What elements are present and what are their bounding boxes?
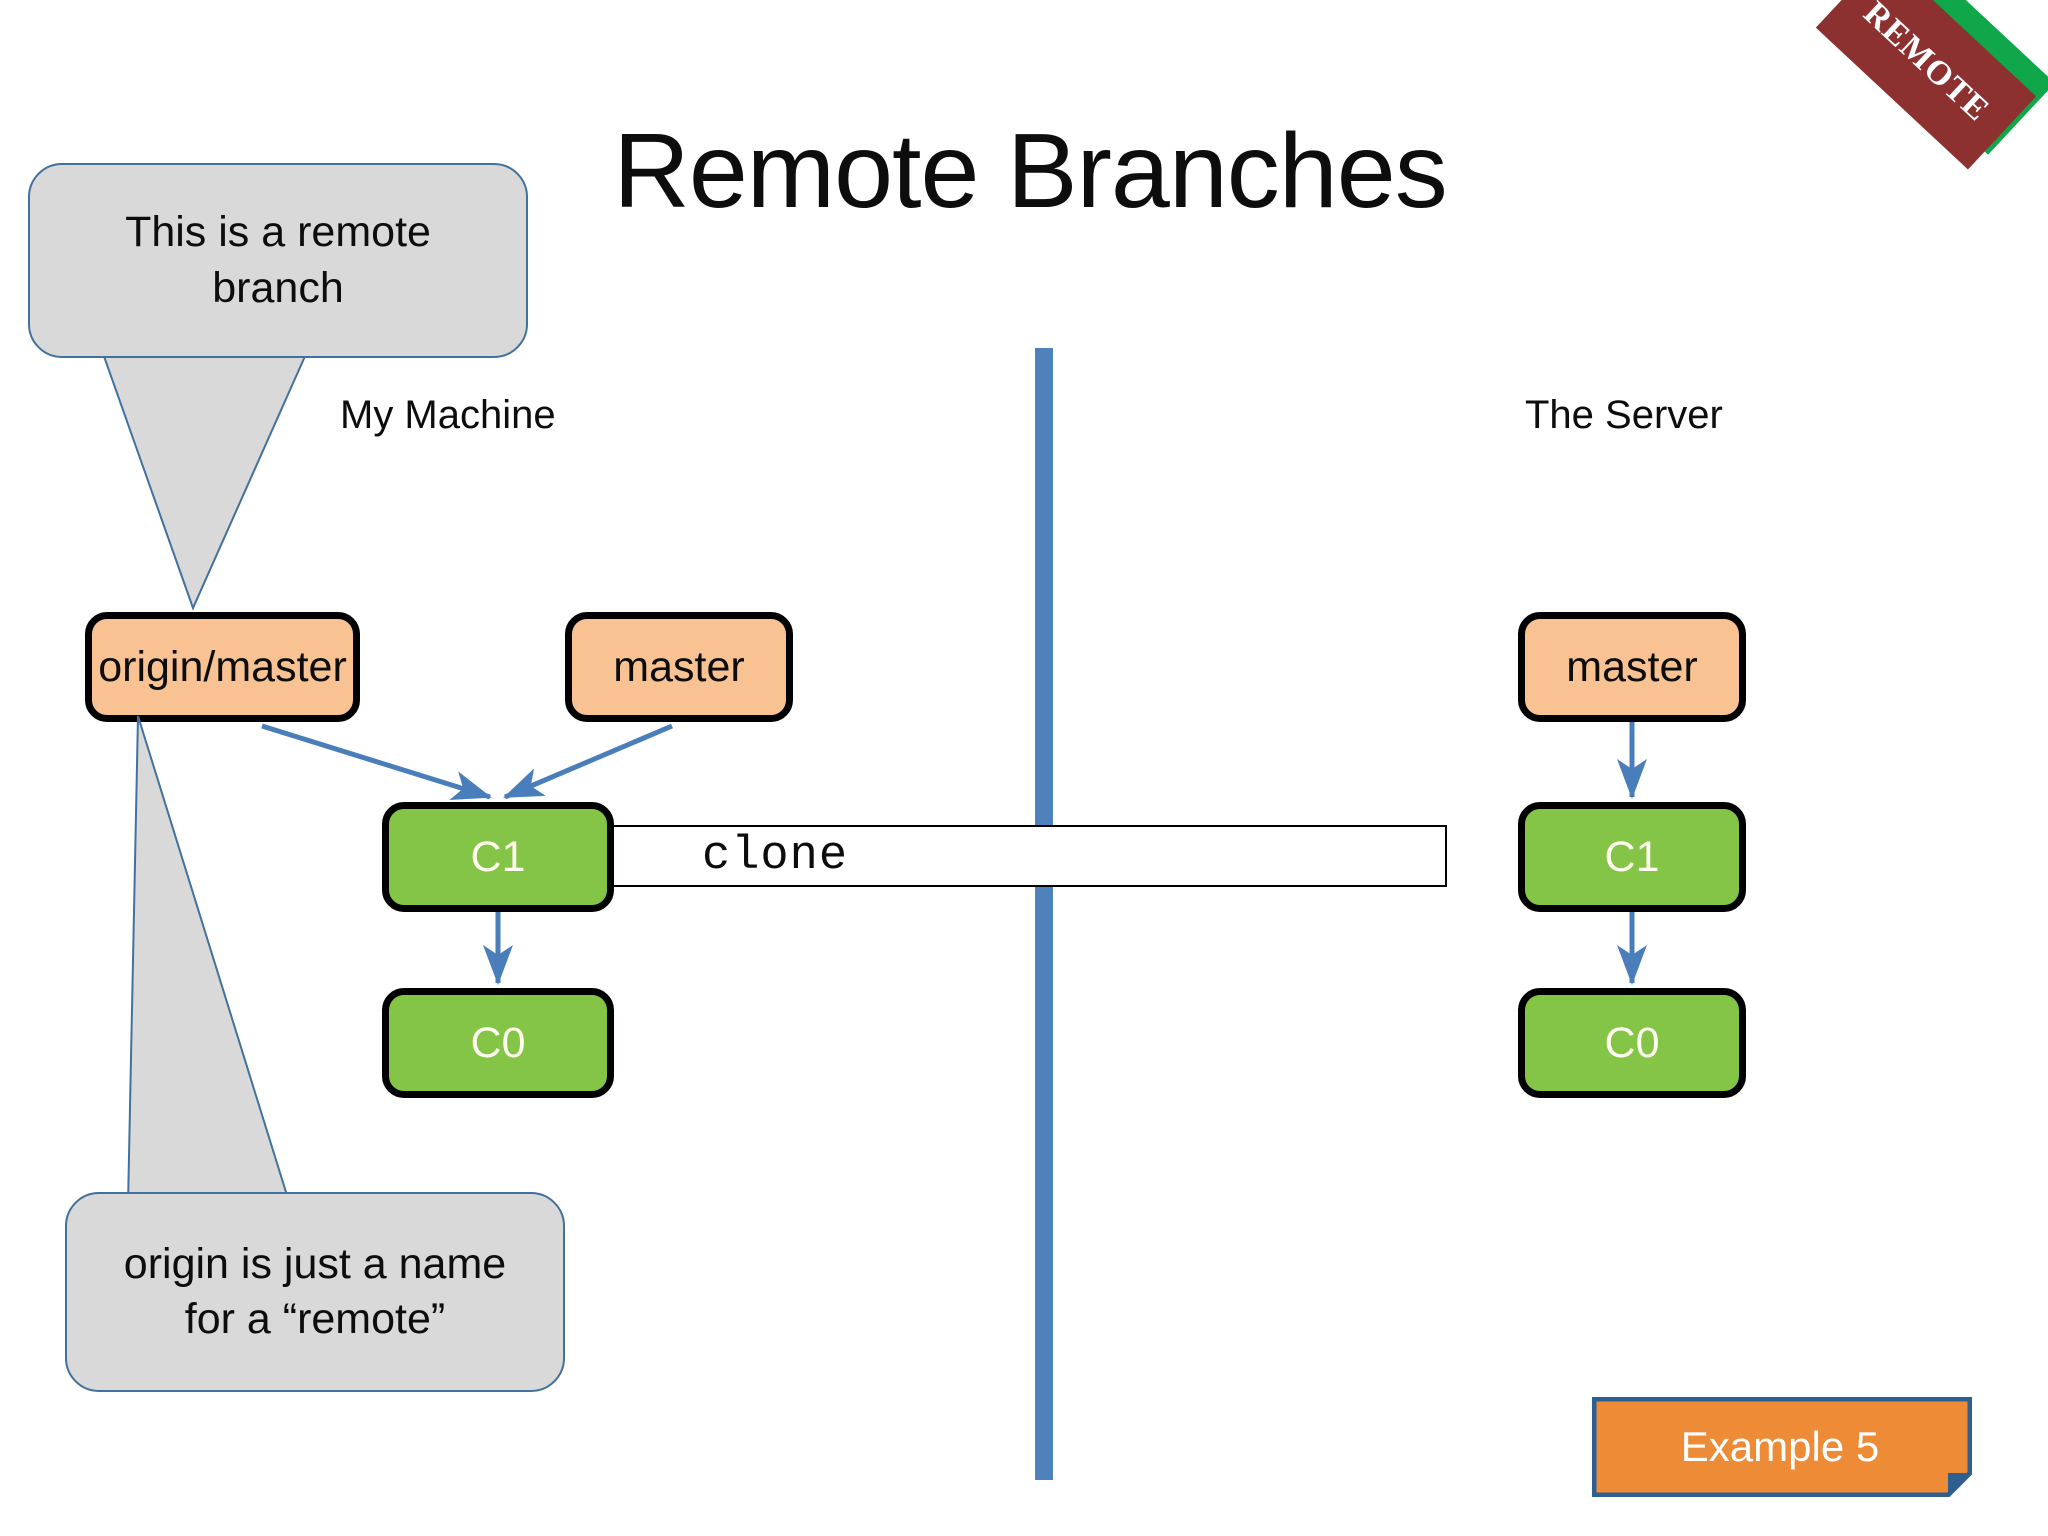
node-server-c1[interactable]: C1 [1518,802,1746,912]
node-server-master[interactable]: master [1518,612,1746,722]
node-local-c0[interactable]: C0 [382,988,614,1098]
example-badge[interactable]: Example 5 [1592,1397,1972,1497]
clone-connector-bar: clone [612,825,1447,887]
node-label: C0 [470,1018,526,1067]
column-label-my-machine: My Machine [340,393,556,437]
clone-label: clone [702,829,849,883]
callout-line-1: This is a remote [125,208,431,257]
callout-line-2: branch [212,263,344,312]
node-server-c0[interactable]: C0 [1518,988,1746,1098]
remote-branch-callout: This is a remote branch [28,163,528,358]
node-label: origin/master [98,642,347,691]
node-label: C1 [1604,832,1660,881]
column-label-the-server: The Server [1525,393,1723,437]
callout-line-1: origin is just a name [123,1239,507,1288]
node-label: C0 [1604,1018,1660,1067]
vertical-divider [1035,348,1053,1480]
badge-label: Example 5 [1680,1423,1880,1470]
node-label: C1 [470,832,526,881]
node-local-master[interactable]: master [565,612,793,722]
node-origin-master[interactable]: origin/master [85,612,360,722]
origin-name-callout: origin is just a name for a “remote” [65,1192,565,1392]
badge-shape [1592,1397,1972,1497]
node-label: master [1566,642,1698,691]
callout-line-2: for a “remote” [184,1295,446,1343]
page-title: Remote Branches [613,112,1447,230]
node-local-c1[interactable]: C1 [382,802,614,912]
node-label: master [613,642,745,691]
